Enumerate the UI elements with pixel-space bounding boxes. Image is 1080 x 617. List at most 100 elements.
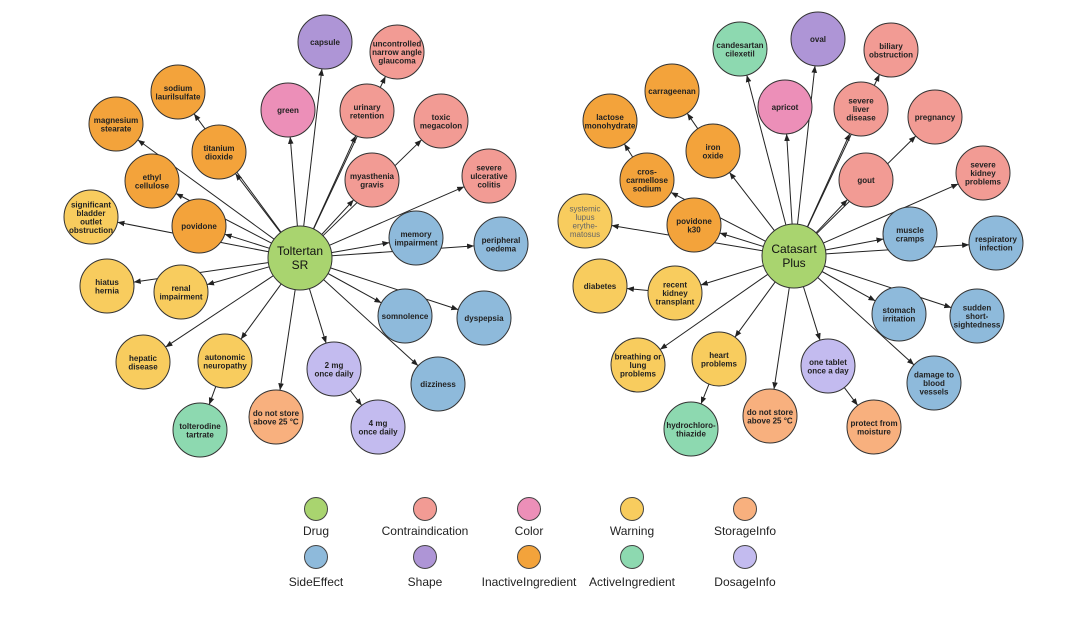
node-label-line: uncontrolled — [373, 40, 422, 49]
legend-label: ActiveIngredient — [589, 575, 676, 589]
node-dizziness[interactable]: dizziness — [410, 356, 466, 412]
node-somnolence[interactable]: somnolence — [377, 288, 433, 344]
node-circle — [260, 82, 316, 138]
node-diabetes[interactable]: diabetes — [572, 258, 628, 314]
legend-swatch — [517, 497, 541, 521]
edge-catasart-to-kidney-transplant — [700, 265, 764, 286]
node-circle — [882, 206, 938, 262]
node-label-line: colitis — [477, 181, 501, 190]
node-capsule[interactable]: capsule — [297, 14, 353, 70]
node-dyspepsia[interactable]: dyspepsia — [456, 290, 512, 346]
node-label-line: respiratory — [975, 235, 1017, 244]
legend-label: SideEffect — [289, 575, 344, 589]
node-label-line: pregnancy — [915, 113, 956, 122]
node-apricot[interactable]: apricot — [757, 79, 813, 135]
edge-toltertan-to-capsule — [303, 68, 324, 227]
node-label-line: systemic — [569, 204, 600, 213]
node-label-line: somnolence — [382, 312, 429, 321]
node-carrageenan[interactable]: carrageenan — [644, 63, 700, 119]
node-gout[interactable]: gout — [838, 152, 894, 208]
node-circle — [757, 79, 813, 135]
edge-kidney-transplant-to-diabetes — [626, 286, 649, 292]
node-green[interactable]: green — [260, 82, 316, 138]
edge-catasart-to-severe-liver-disease — [806, 133, 851, 228]
node-circle — [88, 96, 144, 152]
node-label-line: thiazide — [676, 429, 706, 438]
node-circle — [369, 24, 425, 80]
edge-toltertan-to-dose-2mg — [308, 288, 327, 344]
node-label-line: matosus — [570, 230, 600, 239]
node-label-line: cellulose — [135, 181, 170, 190]
node-circle — [63, 189, 119, 245]
node-label-line: sightedness — [954, 321, 1001, 330]
legend-swatch — [413, 497, 437, 521]
node-label-line: gout — [857, 176, 875, 185]
edge-toltertan-to-dyspepsia — [330, 267, 459, 311]
edge-catasart-to-oval — [797, 65, 818, 225]
legend-label: Color — [515, 524, 544, 538]
edge-toltertan-to-hepatic-disease — [165, 275, 274, 348]
node-label-line: significant — [71, 200, 111, 209]
node-circle — [644, 63, 700, 119]
node-oval[interactable]: oval — [790, 11, 846, 67]
node-pregnancy[interactable]: pregnancy — [907, 89, 963, 145]
edge-catasart-to-apricot — [784, 133, 793, 225]
node-label-line: problems — [701, 359, 738, 368]
node-label-line: moisture — [857, 427, 891, 436]
node-circle — [197, 333, 253, 389]
node-hydrochlorothiazide[interactable]: hydrochloro-thiazide — [663, 401, 719, 457]
node-label-line: dyspepsia — [464, 314, 504, 323]
edge-catasart-to-one-tablet — [802, 286, 821, 341]
node-label-line: k30 — [687, 225, 701, 234]
node-circle — [473, 216, 529, 272]
legend-item-storageinfo: StorageInfo — [714, 497, 776, 538]
node-label-line: oval — [810, 35, 826, 44]
node-label-line: recent — [663, 281, 687, 290]
node-label-line: disease — [846, 114, 876, 123]
edge-catasart-to-breathing-problems — [659, 273, 769, 350]
node-povidone[interactable]: povidone — [171, 198, 227, 254]
